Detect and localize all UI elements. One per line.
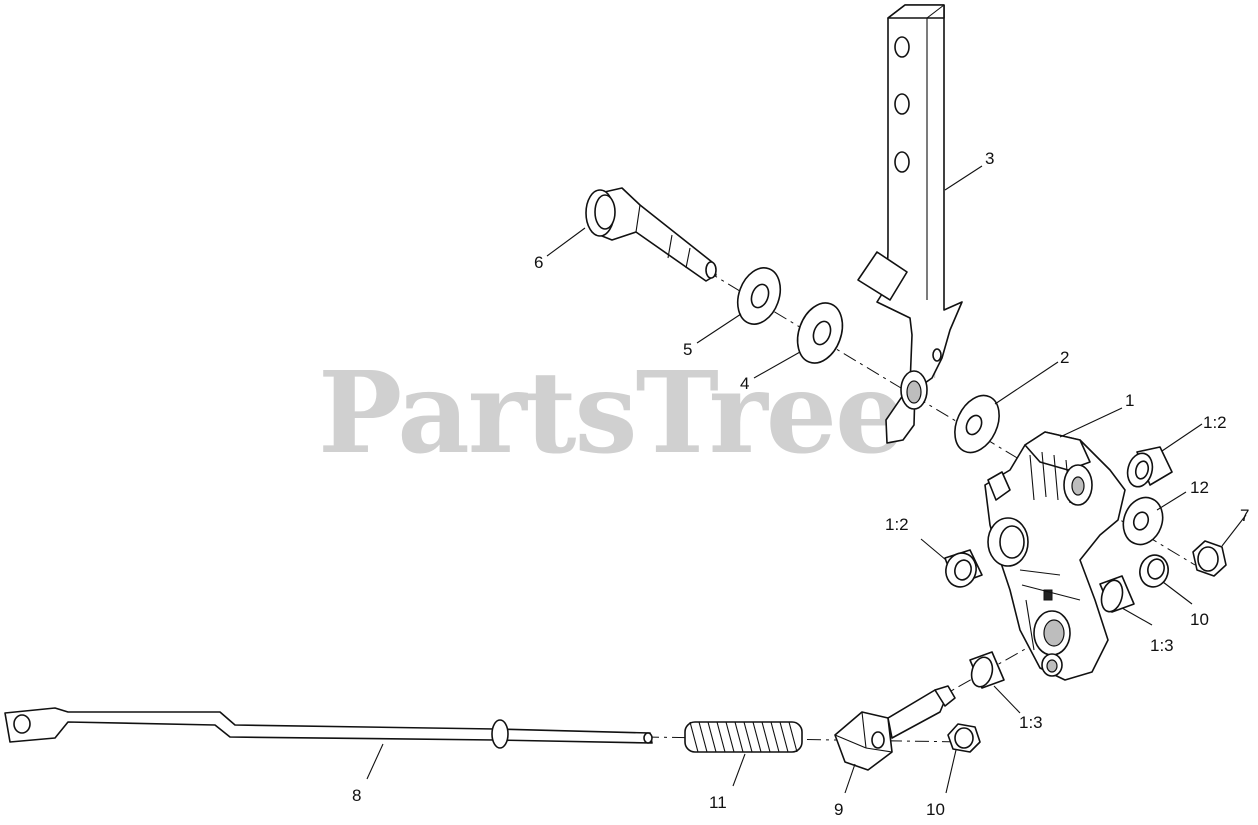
callout-labels: 1 1:2 1:2 1:3 1:3 2 3 4 5 6 7 8 9 10 10 … <box>352 149 1249 819</box>
part-6-shoulder-bolt[interactable] <box>585 187 717 282</box>
part-2-washer[interactable] <box>946 388 1008 459</box>
callout-1-3-right: 1:3 <box>1150 636 1174 655</box>
part-5-washer[interactable] <box>730 262 787 330</box>
callout-10-right: 10 <box>1190 610 1209 629</box>
callout-1-2-lower: 1:2 <box>885 515 909 534</box>
callout-9: 9 <box>834 800 843 819</box>
part-1-2-upper-bushing[interactable] <box>1124 446 1173 490</box>
part-1-3-right-bushing[interactable] <box>1098 575 1135 614</box>
callout-2: 2 <box>1060 348 1069 367</box>
callout-4: 4 <box>740 374 749 393</box>
callout-5: 5 <box>683 340 692 359</box>
callout-1-2-upper: 1:2 <box>1203 413 1227 432</box>
part-7-lock-nut[interactable] <box>1192 540 1227 577</box>
parts-tree-watermark: PartsTree <box>318 348 904 479</box>
callout-11: 11 <box>709 793 727 812</box>
part-1-pivot-bracket[interactable] <box>984 431 1126 681</box>
callout-10-lower: 10 <box>926 800 945 819</box>
callout-7: 7 <box>1240 506 1249 525</box>
part-9-swivel-block[interactable] <box>834 685 956 771</box>
part-3-lever-arm[interactable] <box>857 4 963 444</box>
callout-1: 1 <box>1125 391 1134 410</box>
callout-12: 12 <box>1190 478 1209 497</box>
part-8-control-rod[interactable] <box>4 707 653 749</box>
callout-leader-lines <box>366 165 1247 794</box>
part-12-washer[interactable] <box>1117 492 1169 550</box>
callout-8: 8 <box>352 786 361 805</box>
callout-6: 6 <box>534 253 543 272</box>
callout-3: 3 <box>985 149 994 168</box>
callout-1-3-lower: 1:3 <box>1019 713 1043 732</box>
part-10-flange-nut-lower[interactable] <box>947 723 981 753</box>
part-1-3-lower-bushing[interactable] <box>968 651 1005 689</box>
part-11-spring[interactable] <box>684 721 803 753</box>
part-4-washer[interactable] <box>790 297 851 370</box>
part-1-2-lower-bushing[interactable] <box>942 549 983 591</box>
part-10-flange-nut-right[interactable] <box>1136 552 1171 590</box>
